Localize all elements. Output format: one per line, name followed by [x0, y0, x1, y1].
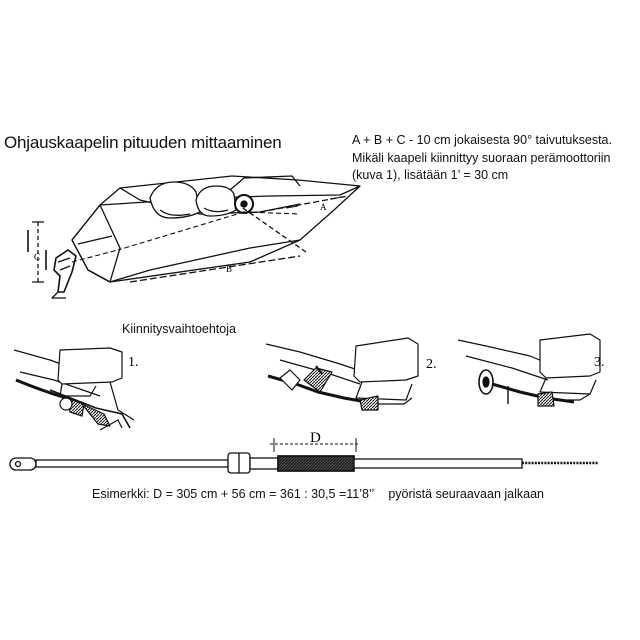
outboard-motor-icon: [353, 337, 419, 383]
dimension-b: [129, 255, 301, 283]
mounting-figure-3: [457, 333, 601, 407]
instruction-line-2: Mikäli kaapeli kiinnittyy suoraan perämo…: [352, 150, 611, 165]
label-d: D: [310, 430, 321, 446]
boat-transom-outline: [265, 343, 365, 373]
mounting-options-label: Kiinnitysvaihtoehtoja: [122, 322, 236, 336]
mounting-figure-1: [13, 347, 135, 431]
outboard-motor-icon: [539, 333, 601, 379]
figure-number-2: 2.: [426, 357, 437, 372]
outboard-motor-icon: [57, 347, 123, 385]
example-formula: Esimerkki: D = 305 cm + 56 cm = 361 : 30…: [92, 487, 375, 501]
label-a: A: [320, 202, 327, 212]
label-c: C: [34, 252, 40, 262]
measurement-instructions: A + B + C - 10 cm jokaisesta 90° taivutu…: [352, 132, 612, 185]
cable-route: [71, 211, 301, 263]
steering-cable: [15, 378, 67, 400]
example-calculation: Esimerkki: D = 305 cm + 56 cm = 361 : 30…: [92, 487, 544, 501]
example-rounding-note: pyöristä seuraavaan jalkaan: [388, 487, 544, 501]
figure-number-1: 1.: [128, 355, 139, 370]
instruction-line-3: (kuva 1), lisätään 1’ = 30 cm: [352, 168, 509, 182]
boat-illustration: [27, 175, 361, 299]
instruction-line-1: A + B + C - 10 cm jokaisesta 90° taivutu…: [352, 133, 612, 147]
boat-seat: [149, 181, 201, 219]
steering-cable-diagram: [9, 438, 598, 474]
mounting-figure-2: [265, 337, 419, 411]
boat-windscreen: [229, 175, 301, 191]
outboard-motor-icon: [53, 249, 77, 293]
figure-number-3: 3.: [594, 355, 605, 370]
cable-rod: [35, 459, 229, 468]
page-title: Ohjauskaapelin pituuden mittaaminen: [4, 133, 282, 152]
label-b: B: [226, 264, 232, 274]
boat-transom: [71, 204, 121, 283]
cable-eye-end: [9, 457, 37, 471]
